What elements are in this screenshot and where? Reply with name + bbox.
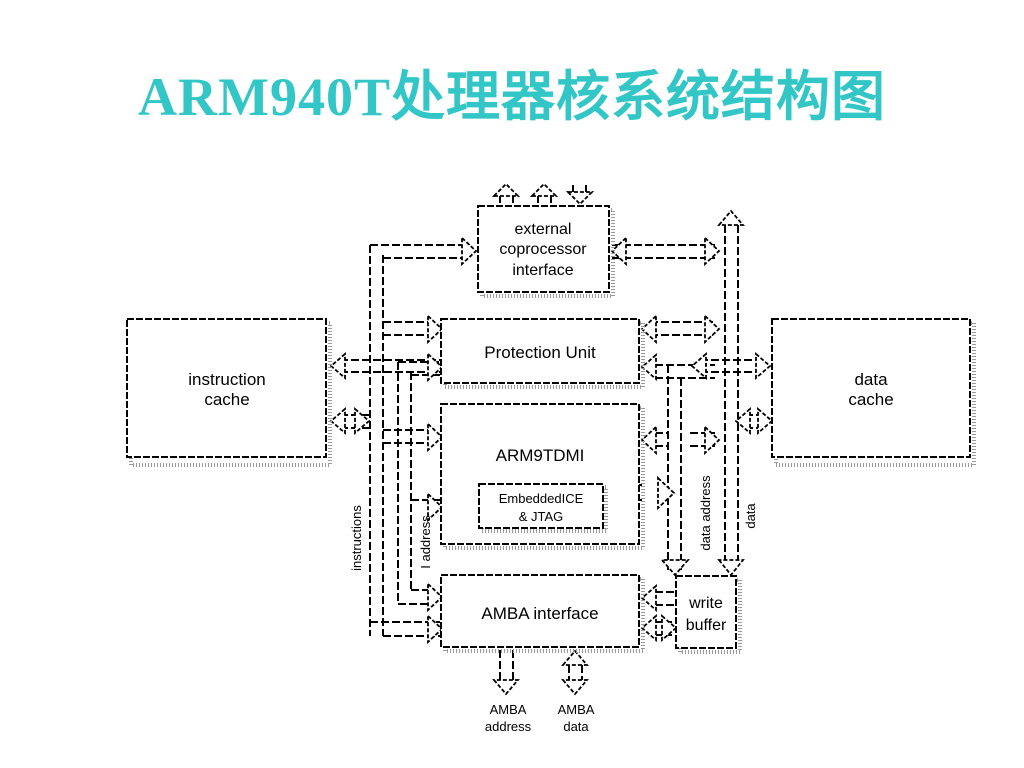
amba-address-label-1: AMBA bbox=[490, 702, 527, 717]
amba-interface-block: AMBA interface bbox=[440, 574, 645, 653]
amba-data-label-2: data bbox=[563, 719, 589, 734]
coprocessor-label-3: interface bbox=[512, 262, 573, 279]
embeddedice-label-2: & JTAG bbox=[519, 509, 564, 524]
arrowheads bbox=[329, 182, 774, 696]
protection-unit-label: Protection Unit bbox=[484, 343, 596, 362]
i-address-label: I address bbox=[418, 515, 433, 569]
instructions-label: instructions bbox=[349, 505, 364, 571]
data-cache-label-2: cache bbox=[848, 390, 893, 409]
write-buffer-label-2: buffer bbox=[686, 617, 727, 634]
coprocessor-label-1: external bbox=[515, 221, 572, 238]
amba-interface-label: AMBA interface bbox=[481, 604, 598, 623]
instruction-cache-block: instruction cache bbox=[126, 318, 332, 467]
write-buffer-label-1: write bbox=[688, 595, 723, 612]
amba-data-label-1: AMBA bbox=[558, 702, 595, 717]
data-label: data bbox=[743, 503, 758, 529]
i-address-bus bbox=[397, 361, 440, 605]
amba-address-label-2: address bbox=[485, 719, 532, 734]
data-cache-label-1: data bbox=[854, 370, 888, 389]
arm9tdmi-label: ARM9TDMI bbox=[496, 446, 585, 465]
instruction-cache-label-1: instruction bbox=[188, 370, 265, 389]
instruction-cache-label-2: cache bbox=[204, 390, 249, 409]
coprocessor-interface-block: external coprocessor interface bbox=[477, 205, 615, 298]
arm9tdmi-block: ARM9TDMI EmbeddedICE & JTAG bbox=[440, 403, 645, 550]
embeddedice-label-1: EmbeddedICE bbox=[499, 491, 584, 506]
data-address-label: data address bbox=[698, 475, 713, 551]
embeddedice-block bbox=[478, 483, 604, 529]
write-buffer-block: write buffer bbox=[675, 575, 742, 654]
protection-unit-block: Protection Unit bbox=[440, 318, 645, 389]
coprocessor-label-2: coprocessor bbox=[499, 241, 587, 258]
data-bus bbox=[724, 225, 739, 560]
data-cache-block: data cache bbox=[771, 318, 976, 467]
page-title: ARM940T处理器核系统结构图 bbox=[138, 67, 886, 127]
